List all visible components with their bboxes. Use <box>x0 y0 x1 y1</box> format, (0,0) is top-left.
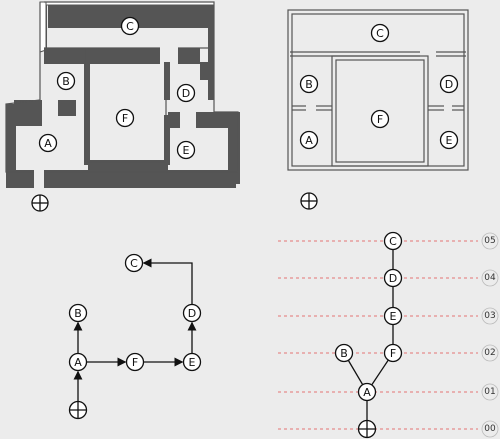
svg-text:C: C <box>126 20 134 33</box>
svg-text:A: A <box>363 386 371 399</box>
wall-f-d <box>164 62 170 100</box>
axo-node-c: C <box>120 16 140 36</box>
just-node-b: B <box>334 343 354 363</box>
svg-text:03: 03 <box>484 311 495 321</box>
wall-e-right <box>228 112 240 184</box>
level-label-00: 00 <box>481 420 499 438</box>
svg-text:E: E <box>446 134 453 147</box>
svg-text:E: E <box>183 144 190 157</box>
connectivity-graph: A B C D E F <box>68 253 202 420</box>
svg-text:A: A <box>305 134 313 147</box>
svg-text:F: F <box>132 356 138 369</box>
wall-b-f <box>84 48 90 165</box>
svg-text:C: C <box>376 27 384 40</box>
axo-node-b: B <box>56 71 76 91</box>
svg-text:A: A <box>74 356 82 369</box>
wall-c-back <box>48 5 212 28</box>
svg-text:F: F <box>390 347 396 360</box>
plan-node-c: C <box>370 23 390 43</box>
axo-node-a: A <box>38 133 58 153</box>
wall-c-right <box>208 5 214 100</box>
svg-text:B: B <box>62 75 70 88</box>
axo-node-e: E <box>176 140 196 160</box>
wall-a-bottom-left <box>6 170 34 188</box>
justified-graph: 00 01 02 03 04 05 A B C D E F <box>278 231 499 439</box>
plan-node-e: E <box>439 130 459 150</box>
level-label-01: 01 <box>481 383 499 401</box>
wall-c-bottom-left <box>44 48 160 64</box>
conn-node-e: E <box>182 352 202 372</box>
svg-text:E: E <box>390 310 397 323</box>
svg-text:C: C <box>389 235 397 248</box>
svg-text:F: F <box>122 112 128 125</box>
axo-node-f: F <box>115 108 135 128</box>
wall-d-e <box>196 112 232 128</box>
wall-bottom <box>44 170 236 188</box>
wall-a-left <box>6 104 16 176</box>
wall-a-b <box>58 100 76 116</box>
axo-node-d: D <box>176 83 196 103</box>
svg-text:04: 04 <box>484 273 496 283</box>
conn-node-f: F <box>125 352 145 372</box>
axo-circle-plus-icon <box>31 194 49 212</box>
just-node-e: E <box>383 306 403 326</box>
just-circle-plus-icon <box>357 419 377 439</box>
svg-text:02: 02 <box>484 348 495 358</box>
svg-text:E: E <box>189 356 196 369</box>
svg-text:01: 01 <box>484 387 495 397</box>
svg-text:B: B <box>305 78 313 91</box>
conn-edge-d-c <box>142 258 193 305</box>
conn-node-d: D <box>182 303 202 323</box>
svg-text:F: F <box>377 113 383 126</box>
svg-text:05: 05 <box>484 236 495 246</box>
svg-text:D: D <box>389 272 397 285</box>
svg-text:D: D <box>182 87 190 100</box>
svg-text:B: B <box>74 307 82 320</box>
just-node-c: C <box>383 231 403 251</box>
svg-text:D: D <box>445 78 453 91</box>
plan-node-b: B <box>299 74 319 94</box>
just-node-d: D <box>383 268 403 288</box>
svg-text:A: A <box>44 137 52 150</box>
wall-c-bottom-right <box>178 48 200 64</box>
svg-text:B: B <box>340 347 348 360</box>
conn-node-c: C <box>124 253 144 273</box>
plan-node-d: D <box>439 74 459 94</box>
just-node-f: F <box>383 343 403 363</box>
plan-circle-plus-icon <box>300 192 318 210</box>
svg-text:C: C <box>130 257 138 270</box>
level-label-03: 03 <box>481 307 499 325</box>
plan-outer-outline <box>287 9 469 171</box>
svg-text:00: 00 <box>484 424 496 434</box>
just-node-a: A <box>357 382 377 402</box>
conn-circle-plus-icon <box>68 400 88 420</box>
wall-a-top <box>14 100 42 126</box>
svg-text:D: D <box>188 307 196 320</box>
plan-room-f-outline <box>331 55 429 167</box>
level-label-05: 05 <box>481 232 499 250</box>
axonometric-model: A B C D E F <box>5 1 240 212</box>
level-label-04: 04 <box>481 269 499 287</box>
level-label-02: 02 <box>481 344 499 362</box>
conn-node-b: B <box>68 303 88 323</box>
plan-node-f: F <box>370 109 390 129</box>
conn-node-a: A <box>68 352 88 372</box>
plan-node-a: A <box>299 130 319 150</box>
floor-plan: A B C D E F <box>287 9 469 210</box>
